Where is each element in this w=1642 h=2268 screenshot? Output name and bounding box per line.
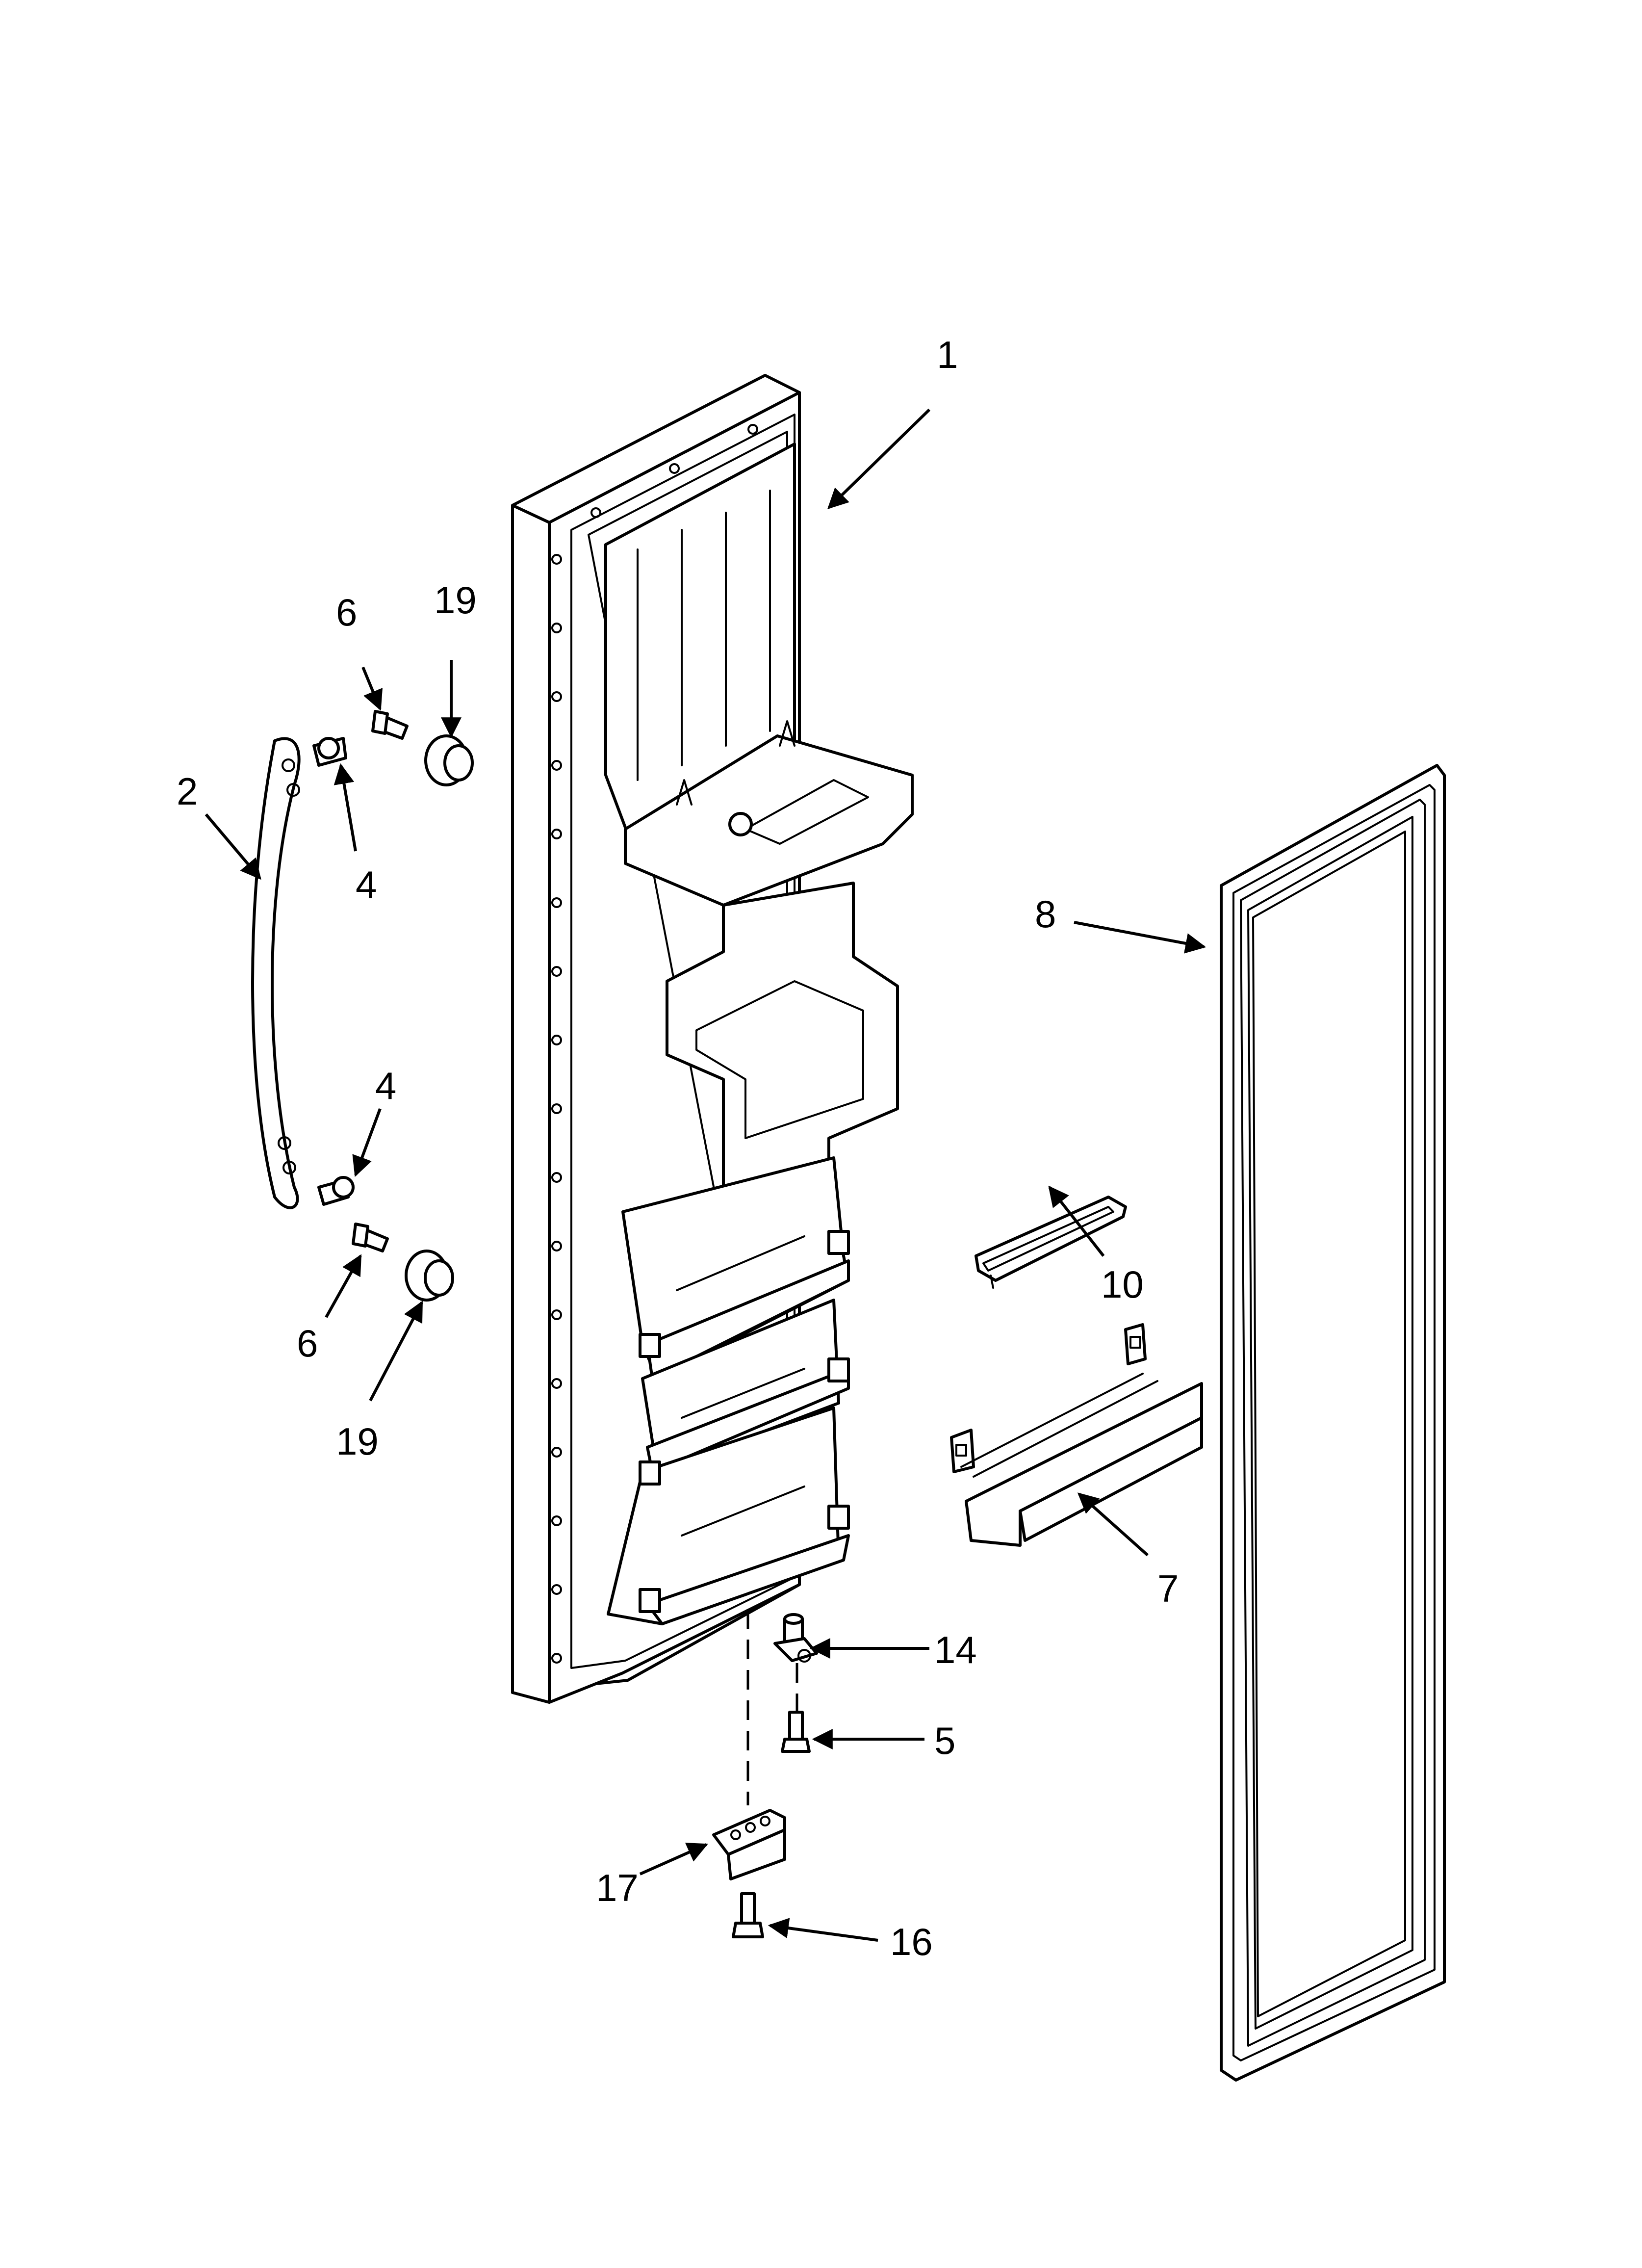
screw-6-top: [371, 710, 409, 740]
callout-16: 16: [890, 1920, 933, 1963]
trim-strip: [975, 1196, 1127, 1289]
callout-8: 8: [1035, 892, 1056, 936]
bin-clips: [639, 1230, 850, 1613]
door-shelf: [950, 1323, 1203, 1547]
refrigerator-door: [511, 374, 914, 1704]
callout-4b: 4: [375, 1064, 396, 1107]
spacer-19-bottom: [405, 1250, 454, 1302]
callout-4a: 4: [356, 863, 377, 906]
leader-lines: [205, 408, 1206, 1942]
door-handle: [251, 737, 301, 1209]
callout-10: 10: [1101, 1263, 1144, 1306]
callout-5: 5: [934, 1719, 955, 1762]
callout-6a: 6: [336, 591, 357, 634]
callout-19b: 19: [336, 1420, 379, 1463]
hinge-pin: [773, 1613, 818, 1663]
callout-19a: 19: [434, 578, 477, 622]
screw-16: [732, 1892, 764, 1938]
screw-4-bottom: [317, 1176, 355, 1206]
spacer-19-top: [424, 734, 474, 786]
screw-4-top: [312, 737, 347, 767]
callout-labels: 1 2 4 4 5 6 6 7 8 10 14 16 17 19 19: [177, 333, 1179, 1963]
callout-2: 2: [177, 770, 198, 813]
screw-5: [781, 1711, 811, 1753]
callout-1: 1: [937, 333, 958, 376]
lower-hinge: [712, 1809, 786, 1880]
callout-17: 17: [596, 1866, 639, 1909]
callout-14: 14: [934, 1628, 977, 1671]
door-gasket: [1220, 764, 1446, 2082]
callout-7: 7: [1157, 1567, 1179, 1610]
screw-6-bottom: [352, 1223, 389, 1252]
door-screw-holes: [551, 424, 758, 1664]
callout-6b: 6: [297, 1322, 318, 1365]
